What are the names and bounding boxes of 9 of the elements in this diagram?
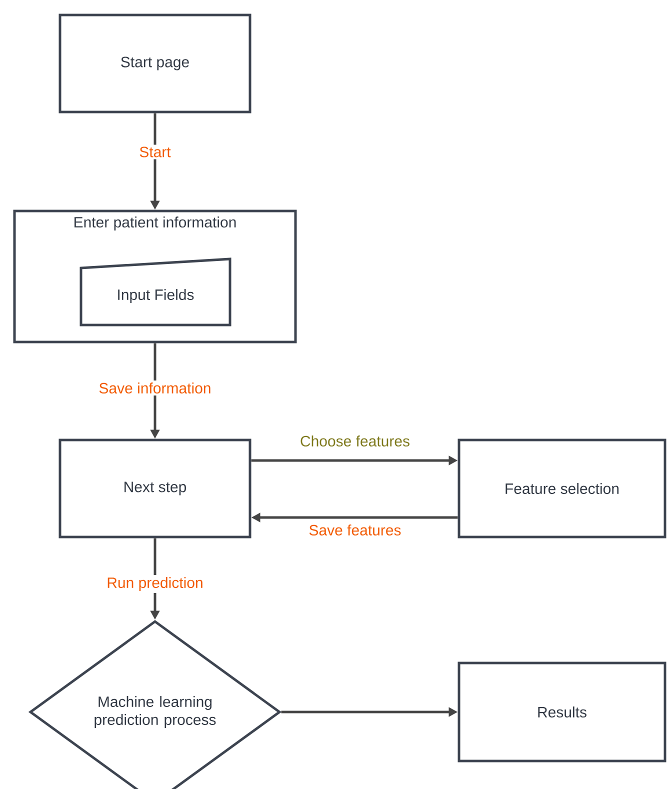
edge-label: Run prediction (104, 575, 206, 593)
edge-label: Save features (306, 522, 404, 538)
edge-label: Save information (96, 380, 214, 396)
process-box: Feature selection (458, 438, 666, 538)
process-box: Next step (58, 438, 252, 538)
process-box: Results (458, 662, 666, 762)
edge-label: Start (137, 144, 173, 160)
edge-label: Choose features (298, 434, 412, 449)
process-box: Start page (58, 14, 252, 114)
